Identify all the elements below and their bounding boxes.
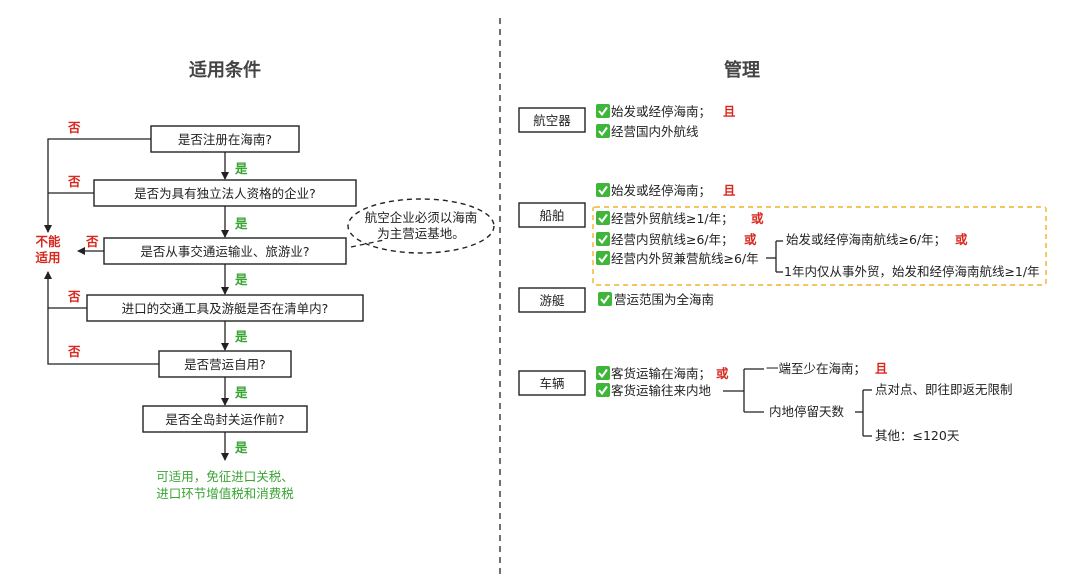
question-5: 是否营运自用? bbox=[158, 350, 292, 378]
check-icon bbox=[596, 124, 610, 138]
left-title: 适用条件 bbox=[189, 59, 261, 81]
svg-text:是否注册在海南?: 是否注册在海南? bbox=[178, 132, 272, 147]
vehicle-bracket bbox=[723, 368, 764, 413]
no-label-2: 否 bbox=[67, 174, 81, 189]
yes-label-4: 是 bbox=[234, 329, 248, 344]
ship-and-label: 且 bbox=[723, 183, 736, 198]
result-line2: 进口环节增值税和消费税 bbox=[156, 486, 294, 501]
aircraft-item-1: 始发或经停海南； bbox=[611, 104, 711, 119]
check-icon bbox=[596, 232, 610, 246]
svg-text:进口的交通工具及游艇是否在清单内?: 进口的交通工具及游艇是否在清单内? bbox=[122, 301, 329, 316]
ship-item-4: 经营内外贸兼营航线≥6/年 bbox=[611, 251, 759, 266]
no-branches bbox=[44, 138, 159, 365]
svg-text:车辆: 车辆 bbox=[539, 376, 564, 391]
check-icon bbox=[598, 292, 612, 306]
aircraft-item-2: 经营国内外航线 bbox=[611, 124, 699, 139]
check-icon bbox=[596, 251, 610, 265]
vehicle-branch-1: 一端至少在海南； bbox=[766, 361, 866, 376]
vehicle-sub-1: 点对点、即往即返无限制 bbox=[875, 382, 1013, 397]
callout-line1: 航空企业必须以海南 bbox=[365, 210, 478, 225]
right-title: 管理 bbox=[724, 59, 760, 81]
result-line1: 可适用，免征进口关税、 bbox=[156, 469, 294, 484]
category-yacht: 游艇 bbox=[518, 287, 586, 313]
ship-options-dashed-box bbox=[592, 206, 1047, 286]
svg-text:是否营运自用?: 是否营运自用? bbox=[184, 357, 266, 372]
no-label-4: 否 bbox=[67, 289, 81, 304]
yes-label-1: 是 bbox=[234, 161, 248, 176]
airline-callout: 航空企业必须以海南 为主营运基地。 bbox=[347, 198, 495, 254]
not-applicable-line1: 不能 bbox=[35, 234, 61, 249]
check-icon bbox=[596, 104, 610, 118]
callout-line2: 为主营运基地。 bbox=[377, 226, 465, 241]
ship-item-1: 始发或经停海南； bbox=[611, 183, 711, 198]
question-2: 是否为具有独立法人资格的企业? bbox=[93, 179, 357, 207]
check-icon bbox=[596, 383, 610, 397]
vehicle-sub-bracket bbox=[855, 389, 872, 437]
ship-sub-2: 1年内仅从事外贸，始发和经停海南航线≥1/年 bbox=[784, 264, 1040, 279]
yes-label-2: 是 bbox=[234, 216, 248, 231]
vehicle-and-label: 且 bbox=[875, 361, 888, 376]
question-4: 进口的交通工具及游艇是否在清单内? bbox=[86, 294, 364, 322]
question-6: 是否全岛封关运作前? bbox=[142, 405, 308, 433]
check-icon bbox=[596, 183, 610, 197]
yacht-item-1: 营运范围为全海南 bbox=[614, 292, 714, 307]
ship-or-label-2: 或 bbox=[744, 232, 757, 247]
category-vehicle: 车辆 bbox=[518, 370, 586, 396]
not-applicable-line2: 适用 bbox=[35, 250, 60, 265]
ship-bracket bbox=[766, 240, 783, 273]
check-icon bbox=[596, 211, 610, 225]
yes-label-5: 是 bbox=[234, 385, 248, 400]
svg-text:游艇: 游艇 bbox=[539, 293, 565, 308]
ship-item-2: 经营外贸航线≥1/年； bbox=[611, 211, 734, 226]
no-label-5: 否 bbox=[67, 344, 81, 359]
svg-text:是否从事交通运输业、旅游业?: 是否从事交通运输业、旅游业? bbox=[140, 244, 309, 259]
vehicle-or-label: 或 bbox=[716, 366, 729, 381]
svg-text:是否全岛封关运作前?: 是否全岛封关运作前? bbox=[165, 412, 284, 427]
category-aircraft: 航空器 bbox=[518, 107, 586, 133]
category-ship: 船舶 bbox=[518, 202, 586, 228]
ship-or-label-1: 或 bbox=[751, 211, 764, 226]
no-label-3: 否 bbox=[85, 234, 99, 249]
svg-text:航空器: 航空器 bbox=[533, 113, 571, 128]
ship-sub-or-label: 或 bbox=[955, 232, 968, 247]
ship-item-3: 经营内贸航线≥6/年； bbox=[611, 232, 734, 247]
svg-text:是否为具有独立法人资格的企业?: 是否为具有独立法人资格的企业? bbox=[134, 186, 316, 201]
vehicle-item-1: 客货运输在海南； bbox=[611, 366, 711, 381]
question-1: 是否注册在海南? bbox=[150, 125, 300, 153]
svg-text:船舶: 船舶 bbox=[539, 208, 564, 223]
vehicle-branch-2: 内地停留天数 bbox=[769, 404, 845, 419]
aircraft-and-label: 且 bbox=[723, 104, 736, 119]
vehicle-sub-2: 其他：≤120天 bbox=[875, 428, 960, 443]
ship-sub-1: 始发或经停海南航线≥6/年； bbox=[786, 232, 946, 247]
vehicle-item-2: 客货运输往来内地 bbox=[611, 383, 712, 398]
yes-label-3: 是 bbox=[234, 272, 248, 287]
yes-label-6: 是 bbox=[234, 440, 248, 455]
check-icon bbox=[596, 366, 610, 380]
question-3: 是否从事交通运输业、旅游业? bbox=[103, 237, 347, 265]
no-label-1: 否 bbox=[67, 120, 81, 135]
